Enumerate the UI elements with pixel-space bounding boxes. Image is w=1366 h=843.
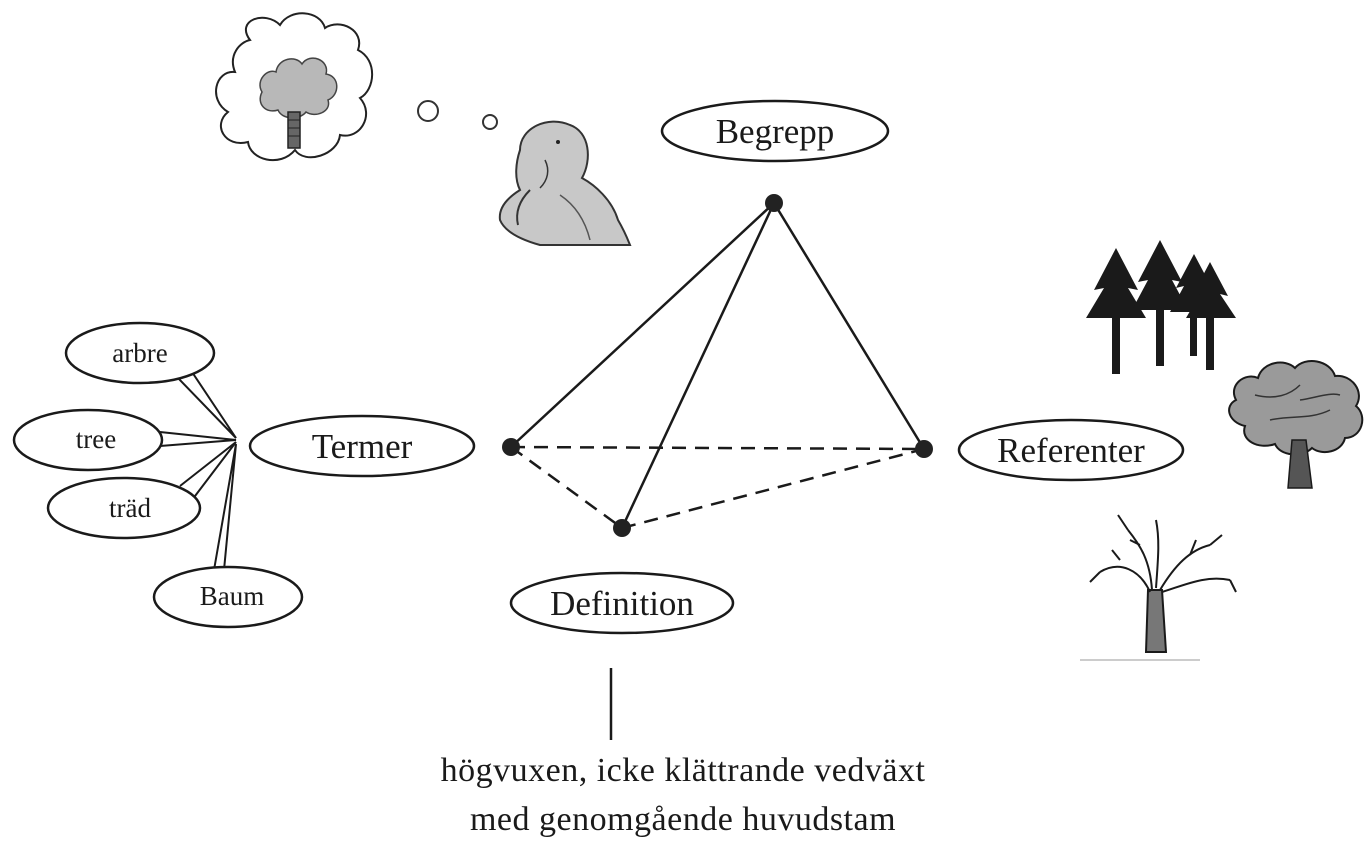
conifer-trees-icon bbox=[1086, 240, 1236, 374]
vertex-begrepp bbox=[765, 194, 783, 212]
edge-begrepp-referenter bbox=[772, 202, 926, 450]
term-tree: tree bbox=[76, 424, 116, 454]
term-trad: träd bbox=[109, 493, 151, 523]
tetrahedron-vertices bbox=[502, 194, 933, 537]
edge-termer-referenter bbox=[510, 445, 925, 451]
referenter-label: Referenter bbox=[997, 431, 1145, 470]
term-baum: Baum bbox=[200, 581, 265, 611]
termer-label: Termer bbox=[312, 427, 413, 466]
term-bubble-tree: tree bbox=[12, 408, 164, 472]
termer-label-node: Termer bbox=[248, 414, 476, 478]
term-bubble-baum: Baum bbox=[152, 565, 304, 629]
vertex-termer bbox=[502, 438, 520, 456]
thinking-person-icon bbox=[498, 120, 632, 246]
thought-bubble-large bbox=[417, 100, 439, 122]
definition-text-line-1: högvuxen, icke klättrande vedväxt bbox=[440, 752, 926, 789]
begrepp-label: Begrepp bbox=[716, 112, 835, 151]
definition-text-line-2: med genomgående huvudstam bbox=[469, 801, 897, 838]
vertex-definition bbox=[613, 519, 631, 537]
term-callout-lines bbox=[159, 371, 237, 571]
thought-cloud-icon bbox=[215, 12, 374, 161]
vertex-referenter bbox=[915, 440, 933, 458]
edge-begrepp-definition bbox=[620, 202, 776, 529]
deciduous-tree-icon bbox=[1228, 360, 1364, 489]
edge-definition-referenter bbox=[621, 447, 925, 530]
referenter-label-node: Referenter bbox=[957, 418, 1185, 482]
edge-termer-definition bbox=[510, 445, 623, 530]
term-bubble-trad: träd bbox=[46, 476, 202, 540]
term-bubble-arbre: arbre bbox=[64, 321, 216, 385]
bare-tree-icon bbox=[1080, 514, 1237, 661]
definition-label-node: Definition bbox=[509, 571, 735, 635]
definition-label: Definition bbox=[550, 584, 694, 623]
tetrahedron-edges bbox=[510, 202, 926, 530]
edge-begrepp-termer bbox=[510, 202, 775, 448]
term-arbre: arbre bbox=[112, 338, 167, 368]
thought-bubble-small bbox=[482, 114, 498, 130]
begrepp-label-node: Begrepp bbox=[660, 99, 890, 163]
